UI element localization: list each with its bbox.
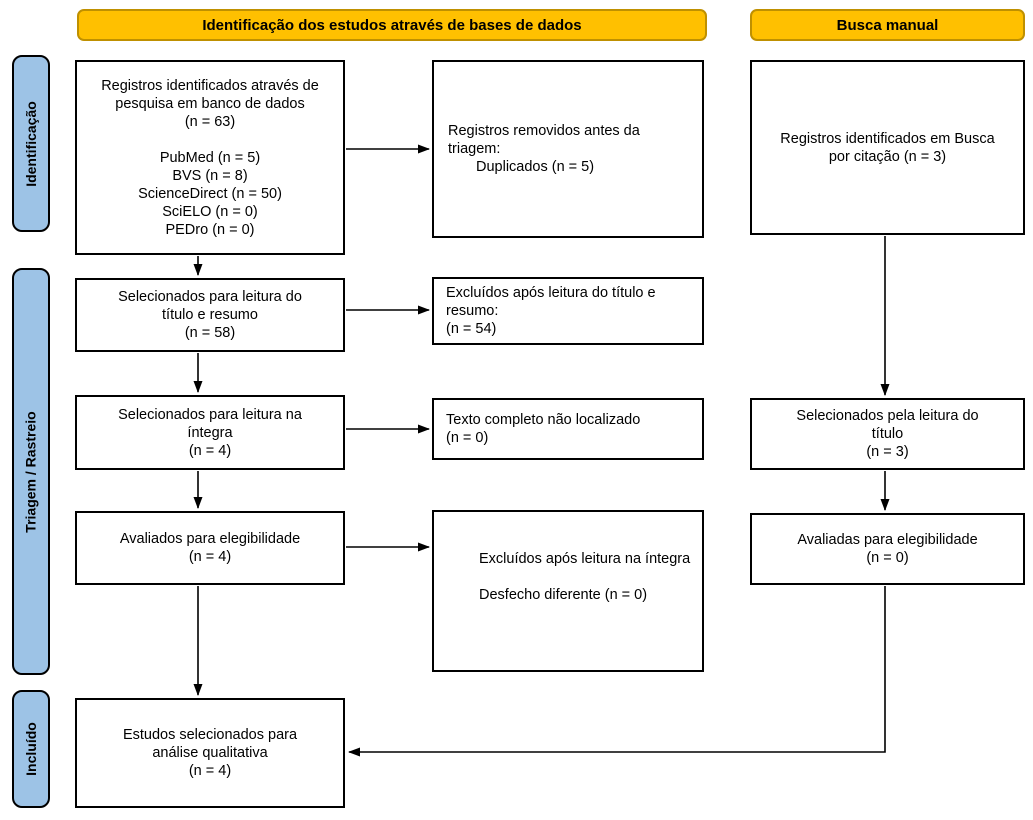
box-fulltext-selected-count: (n = 4) <box>188 442 232 459</box>
box-citation-identified: Registros identificados em Busca por cit… <box>750 60 1025 235</box>
box-fulltext-excluded-title: Excluídos após leitura na íntegra <box>479 551 691 567</box>
source-scielo: SciELO (n = 0) <box>162 204 258 220</box>
box-citation-eligibility-assessed-count: (n = 0) <box>866 550 909 566</box>
arrow-citation-eligibility-to-included <box>348 586 886 757</box>
box-removed-before-screening-title: Registros removidos antes da triagem: <box>448 123 640 157</box>
source-pedro: PEDro (n = 0) <box>165 222 255 238</box>
box-fulltext-not-found-title: Texto completo não localizado <box>446 412 641 428</box>
stage-screening: Triagem / Rastreio <box>12 268 50 675</box>
box-citation-eligibility-assessed-title: Avaliadas para elegibilidade <box>797 532 978 548</box>
stage-identification-label: Identificação <box>23 100 39 187</box>
header-databases: Identificação dos estudos através de bas… <box>77 9 707 41</box>
box-title-abstract-excluded: Excluídos após leitura do título e resum… <box>432 277 704 345</box>
box-included-studies-count: (n = 4) <box>188 763 232 779</box>
stage-screening-label: Triagem / Rastreio <box>23 410 40 533</box>
box-citation-title-selected: Selecionados pela leitura do título (n =… <box>750 398 1025 470</box>
box-citation-title-selected-count: (n = 3) <box>866 444 909 460</box>
box-fulltext-excluded-detail: Desfecho diferente (n = 0) <box>479 587 648 603</box>
box-db-identified-count: (n = 63) <box>184 114 236 130</box>
box-title-abstract-excluded-title: Excluídos após leitura do título e resum… <box>446 285 656 319</box>
box-fulltext-selected-title: Selecionados para leitura na íntegra <box>118 406 302 441</box>
box-fulltext-not-found: Texto completo não localizado (n = 0) <box>432 398 704 460</box>
box-title-abstract-excluded-count: (n = 54) <box>446 321 497 337</box>
header-manual-search-label: Busca manual <box>836 16 939 34</box>
box-db-identified: Registros identificados através de pesqu… <box>75 60 345 255</box>
header-databases-label: Identificação dos estudos através de bas… <box>202 16 582 34</box>
box-fulltext-excluded: Excluídos após leitura na íntegra Desfec… <box>432 510 704 672</box>
box-removed-before-screening: Registros removidos antes da triagem: Du… <box>432 60 704 238</box>
box-title-abstract-selected-title: Selecionados para leitura do título e re… <box>118 289 302 323</box>
source-pubmed: PubMed (n = 5) <box>159 150 261 166</box>
box-eligibility-assessed-count: (n = 4) <box>188 549 232 565</box>
stage-included: Incluído <box>12 690 50 808</box>
box-eligibility-assessed-title: Avaliados para elegibilidade <box>119 531 301 547</box>
source-bvs: BVS (n = 8) <box>172 168 248 184</box>
box-db-identified-title: Registros identificados através de pesqu… <box>101 78 319 112</box>
box-citation-eligibility-assessed: Avaliadas para elegibilidade (n = 0) <box>750 513 1025 585</box>
box-citation-identified-title: Registros identificados em Busca por cit… <box>780 130 995 165</box>
source-sciencedirect: ScienceDirect (n = 50) <box>138 186 282 202</box>
box-included-studies-title: Estudos selecionados para análise qualit… <box>122 727 298 761</box>
box-fulltext-selected: Selecionados para leitura na íntegra (n … <box>75 395 345 470</box>
box-fulltext-not-found-count: (n = 0) <box>446 430 489 446</box>
box-title-abstract-selected-count: (n = 58) <box>184 325 236 341</box>
box-citation-title-selected-title: Selecionados pela leitura do título <box>796 408 979 442</box>
header-manual-search: Busca manual <box>750 9 1025 41</box>
stage-identification: Identificação <box>12 55 50 232</box>
box-included-studies: Estudos selecionados para análise qualit… <box>75 698 345 808</box>
box-eligibility-assessed: Avaliados para elegibilidade (n = 4) <box>75 511 345 585</box>
box-title-abstract-selected: Selecionados para leitura do título e re… <box>75 278 345 352</box>
box-removed-before-screening-detail: Duplicados (n = 5) <box>476 159 595 175</box>
stage-included-label: Incluído <box>23 722 40 776</box>
